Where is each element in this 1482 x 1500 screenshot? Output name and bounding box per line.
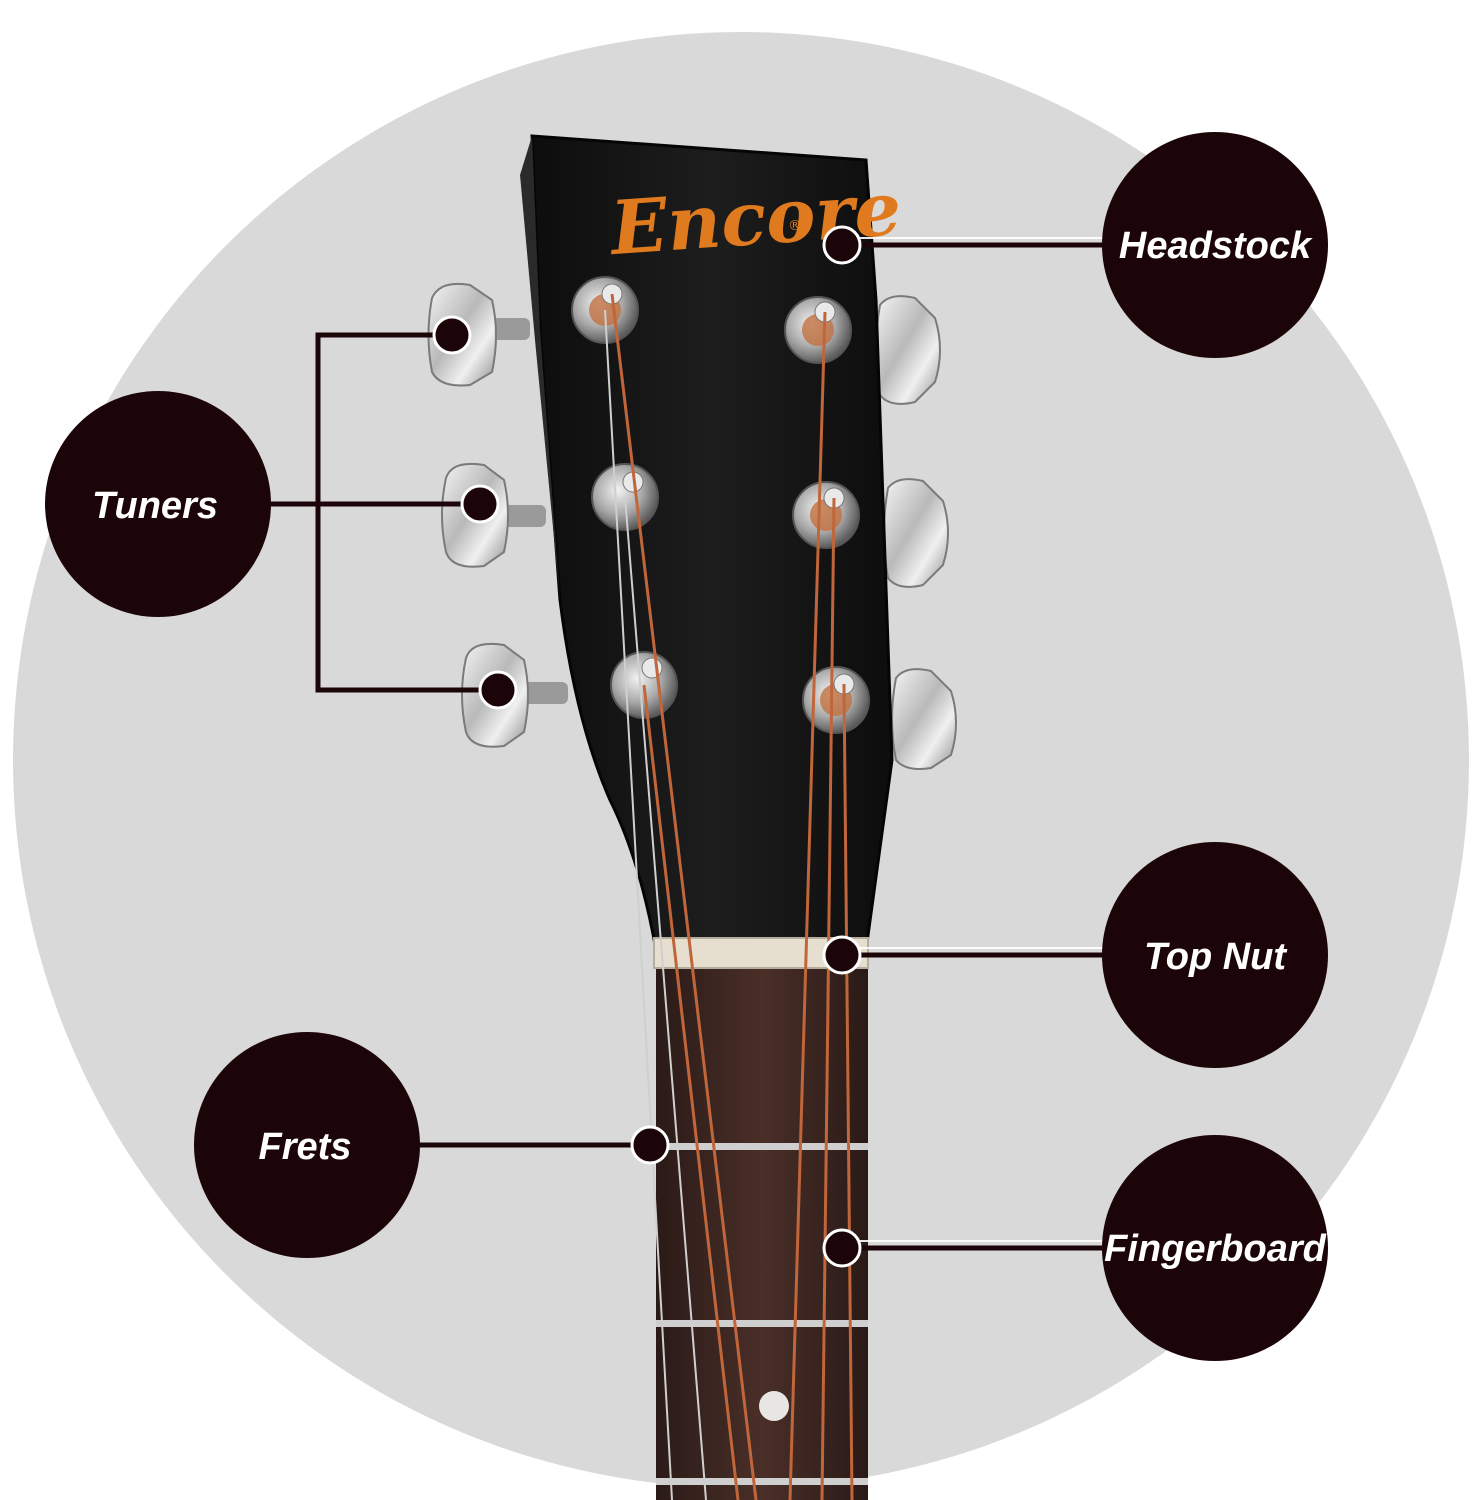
label-fingerboard: Fingerboard: [1102, 1135, 1328, 1361]
logo-registered-mark: ®: [788, 218, 802, 234]
label-headstock: Headstock: [1102, 132, 1328, 358]
label-frets: Frets: [194, 1032, 420, 1258]
fret-marker-dot: [759, 1391, 789, 1421]
fret-wires: [656, 1143, 868, 1485]
leader-lines-highlight: [842, 237, 1110, 1242]
label-headstock-text: Headstock: [1119, 225, 1313, 267]
label-tuners-text: Tuners: [92, 485, 218, 527]
leader-dots: [432, 225, 862, 1268]
guitar-strings: [604, 293, 854, 1500]
label-top-nut: Top Nut: [1102, 842, 1328, 1068]
label-fingerboard-text: Fingerboard: [1104, 1228, 1326, 1270]
tuner-posts: [571, 276, 870, 734]
label-frets-text: Frets: [259, 1126, 352, 1168]
label-tuners: Tuners: [45, 391, 271, 617]
leader-lines: [268, 242, 1110, 1251]
tuner-buttons-right: [875, 295, 957, 770]
label-top-nut-text: Top Nut: [1144, 936, 1287, 978]
